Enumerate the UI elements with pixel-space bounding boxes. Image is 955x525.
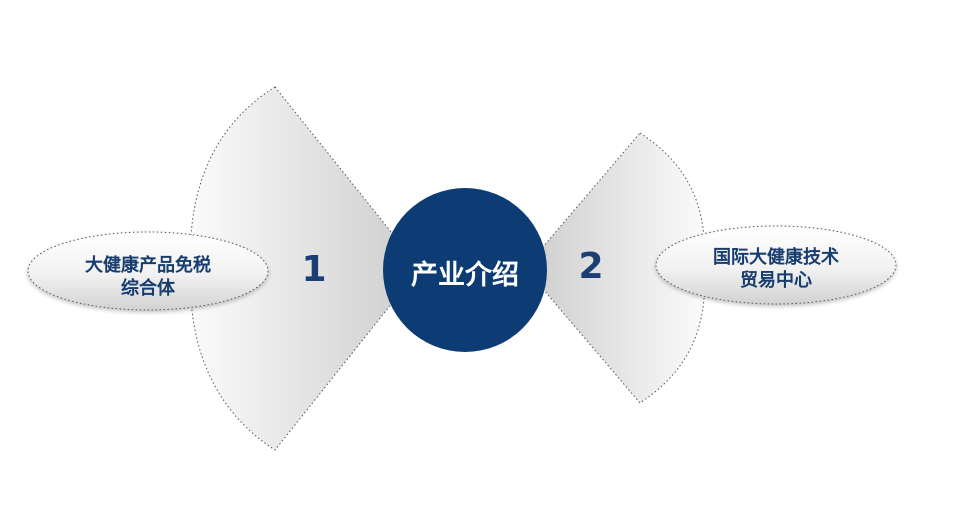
center-title: 产业介绍 xyxy=(411,260,519,291)
left-oval xyxy=(27,231,269,311)
right-petal-shape xyxy=(524,132,706,404)
center-circle xyxy=(383,188,547,352)
left-petal-shape xyxy=(189,86,421,451)
item-number-1: 1 xyxy=(301,249,326,290)
right-oval xyxy=(655,225,897,305)
item-1-label-line-1: 大健康产品免税 xyxy=(85,254,211,276)
item-1-label-line-2: 综合体 xyxy=(121,277,176,299)
item-number-2: 2 xyxy=(578,246,603,287)
item-2-label-line-1: 国际大健康技术 xyxy=(713,246,839,268)
item-2-label-line-2: 贸易中心 xyxy=(740,269,812,291)
